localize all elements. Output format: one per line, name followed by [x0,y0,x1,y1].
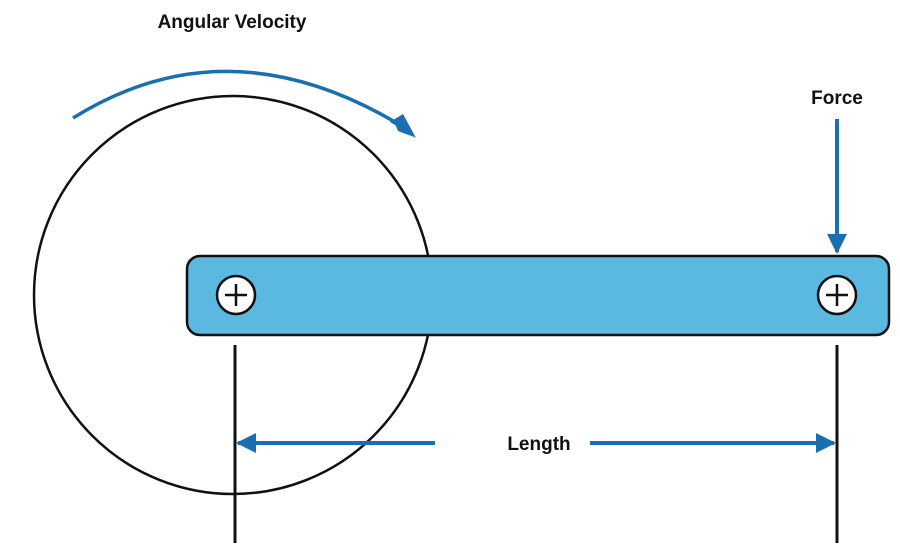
angular-velocity-label: Angular Velocity [158,12,307,33]
crank-arm [185,254,891,337]
pivot-left [215,274,257,316]
pivot-right [816,274,858,316]
length-label: Length [507,434,570,455]
force-label: Force [811,88,863,109]
angular-velocity-arrowhead-fill [390,114,416,138]
angular-velocity-arrow [72,69,406,130]
